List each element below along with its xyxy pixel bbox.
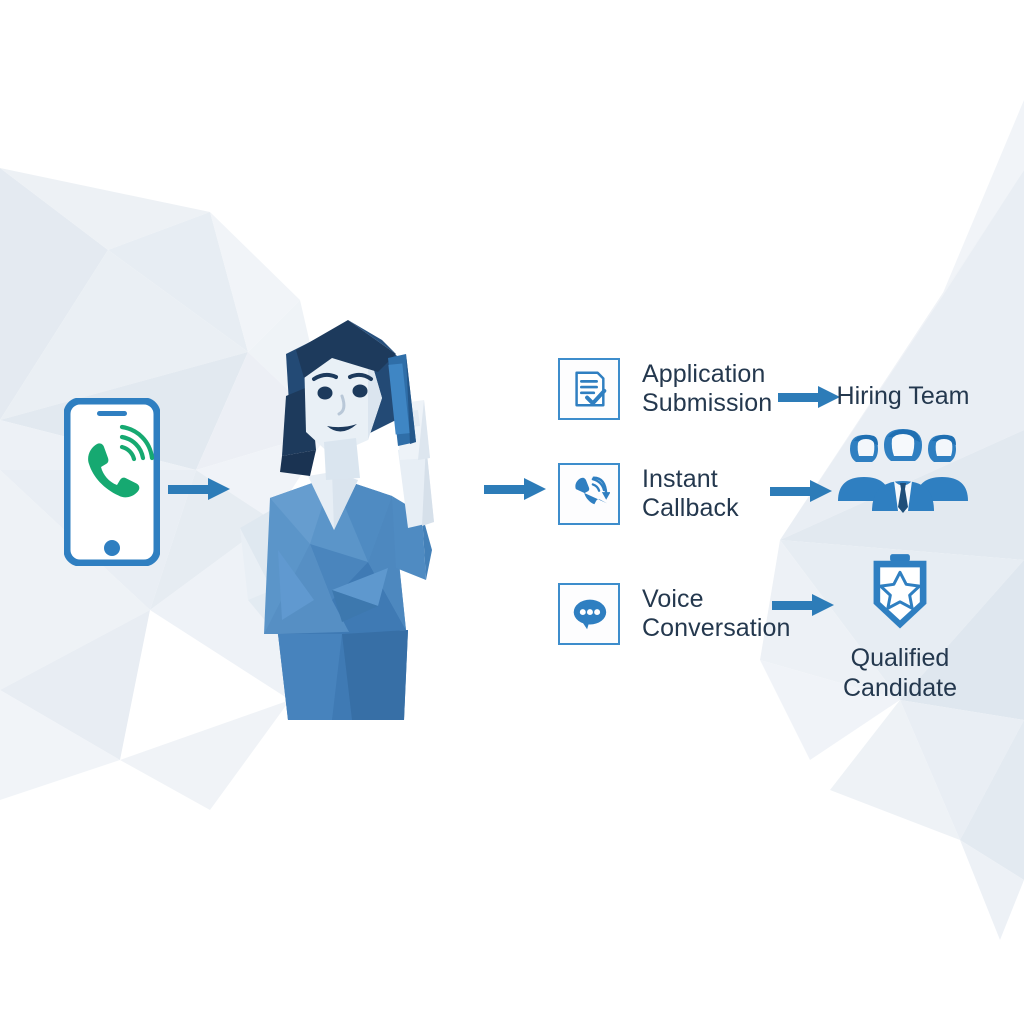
document-checklist-check-icon bbox=[575, 371, 607, 407]
application-submission-label: Application Submission bbox=[642, 360, 773, 417]
qualified-candidate-label: Qualified Candidate bbox=[843, 644, 957, 702]
arrow-voice-to-qualified-candidate bbox=[772, 594, 834, 616]
voice-conversation-label: Voice Conversation bbox=[642, 585, 791, 642]
outcome-qualified-candidate[interactable]: Qualified Candidate bbox=[820, 552, 980, 703]
voice-icon-box[interactable] bbox=[558, 583, 620, 645]
arrow-phone-to-nurse bbox=[168, 478, 230, 500]
application-icon-box[interactable] bbox=[558, 358, 620, 420]
instant-callback-label: Instant Callback bbox=[642, 465, 739, 522]
arrow-application-to-hiring-team bbox=[778, 386, 840, 408]
speech-bubble-dots-icon bbox=[573, 599, 607, 630]
feature-voice-conversation[interactable]: Voice Conversation bbox=[558, 583, 791, 645]
callback-icon-box[interactable] bbox=[558, 463, 620, 525]
smartphone-ringing-call-icon bbox=[63, 397, 161, 567]
hiring-team-label: Hiring Team bbox=[836, 382, 970, 410]
outcome-hiring-team[interactable]: Hiring Team bbox=[808, 382, 998, 520]
feature-application-submission[interactable]: Application Submission bbox=[558, 358, 772, 420]
badge-star-shield-icon bbox=[873, 554, 927, 629]
held-mobile-phone bbox=[388, 354, 416, 446]
phone-callback-arrow-icon bbox=[575, 476, 610, 505]
phone-node-label: smartphone-ringing-call-icon bbox=[160, 398, 161, 399]
incoming-call-phone-node[interactable]: smartphone-ringing-call-icon bbox=[63, 397, 161, 567]
arrow-callback-to-hiring-team bbox=[770, 480, 832, 502]
feature-instant-callback[interactable]: Instant Callback bbox=[558, 463, 739, 525]
nurse-on-phone-illustration bbox=[240, 320, 434, 720]
arrow-nurse-to-features bbox=[484, 478, 546, 500]
three-people-group-icon bbox=[838, 429, 968, 513]
phone-handset-with-signal-waves bbox=[88, 424, 155, 498]
